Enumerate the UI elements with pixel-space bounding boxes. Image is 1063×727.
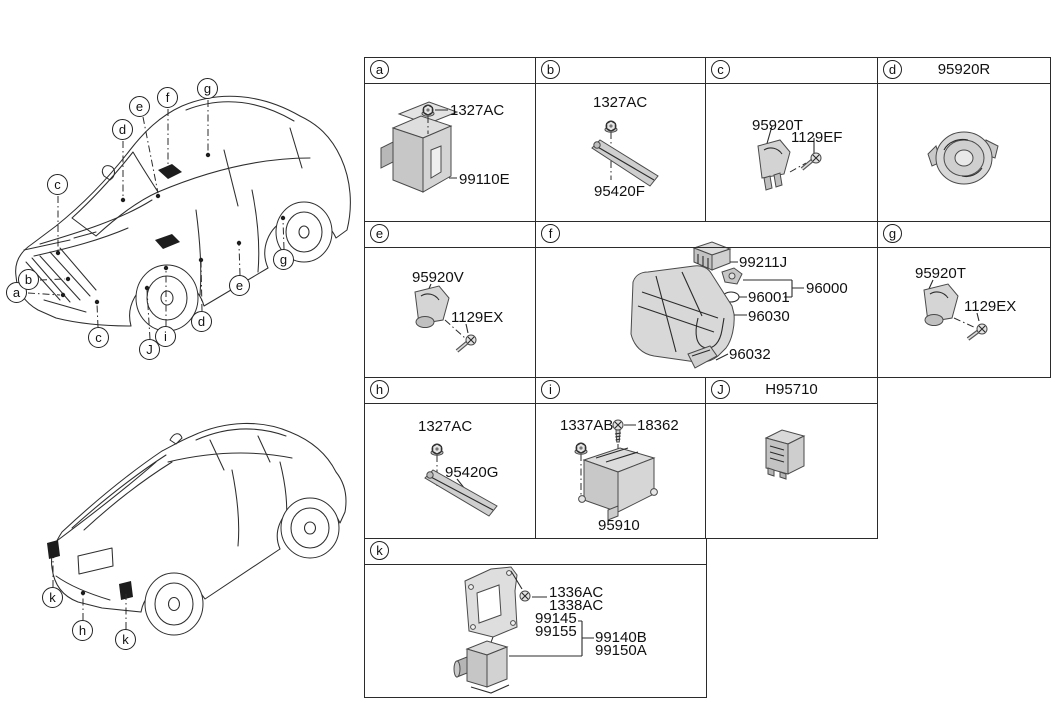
part-illustration-95910 — [574, 419, 658, 521]
callout-d2: d — [191, 311, 212, 332]
part-label: 99155 — [535, 623, 577, 640]
parts-cell-g: g 95920T 1129EX — [877, 221, 1051, 378]
cell-letter: e — [370, 224, 389, 243]
parts-cell-i: i 1337AB 18362 95910 — [535, 377, 706, 539]
cell-letter: h — [370, 380, 389, 399]
callout-g: g — [197, 78, 218, 99]
part-label: 95420F — [594, 183, 645, 200]
rear-car-illustration — [47, 422, 347, 636]
callout-h: h — [72, 620, 93, 641]
screw-icon — [455, 334, 477, 353]
parts-cell-h: h 1327AC 95420G — [364, 377, 536, 539]
nut-icon — [574, 442, 588, 455]
cell-header: J H95710 — [706, 378, 877, 404]
part-illustration-95420F — [591, 120, 659, 187]
part-label: 95420G — [445, 464, 499, 481]
cell-header: h — [365, 378, 535, 404]
cell-letter: d — [883, 60, 902, 79]
cell-header: a — [365, 58, 535, 84]
callout-c2: c — [88, 327, 109, 348]
part-label: 95910 — [598, 517, 640, 534]
part-label: 95920T — [752, 117, 803, 134]
cell-title: 95920R — [937, 61, 991, 78]
cell-letter: J — [711, 380, 730, 399]
part-label: 95920T — [915, 265, 966, 282]
callout-f: f — [157, 87, 178, 108]
parts-cell-b: b 1327AC 95420F — [535, 57, 706, 222]
part-illustration-99110E — [380, 101, 459, 193]
callout-e: e — [129, 96, 150, 117]
cell-header: e — [365, 222, 535, 248]
cell-header: b — [536, 58, 705, 84]
parts-cell-k: k 1336AC 1338AC 99145 99155 99140B 99150… — [364, 538, 707, 698]
callout-d: d — [112, 119, 133, 140]
callout-j: J — [139, 339, 160, 360]
cell-letter: c — [711, 60, 730, 79]
screw-icon — [966, 323, 988, 341]
cell-letter: a — [370, 60, 389, 79]
part-label: 99211J — [739, 254, 788, 271]
callout-i: i — [155, 326, 176, 347]
front-car-illustration — [15, 95, 351, 340]
part-label: 18362 — [637, 417, 679, 434]
part-label: 1336AC — [549, 584, 604, 601]
callout-b: b — [18, 269, 39, 290]
cell-header: c — [706, 58, 877, 84]
part-label: 96032 — [729, 346, 771, 363]
part-label: 1338AC — [549, 597, 604, 614]
cell-letter: b — [541, 60, 560, 79]
parts-cell-e: e 95920V 1129EX — [364, 221, 536, 378]
part-label: 1327AC — [593, 94, 648, 111]
part-label: 1327AC — [450, 102, 505, 119]
callout-k: k — [42, 587, 63, 608]
cell-header: g — [878, 222, 1050, 248]
part-label: 99110E — [459, 171, 510, 188]
part-label: 99145 — [535, 610, 577, 627]
cell-letter: k — [370, 541, 389, 560]
part-illustration-95920V — [414, 283, 477, 353]
screw-icon — [612, 419, 624, 443]
screw-icon — [800, 152, 822, 171]
part-illustration-95920T-rear — [923, 279, 988, 341]
part-label: 96001 — [748, 289, 790, 306]
callout-c: c — [47, 174, 68, 195]
parts-cell-c: c 95920T 1129EF — [705, 57, 878, 222]
callout-k2: k — [115, 629, 136, 650]
part-label: 96030 — [748, 308, 790, 325]
cell-letter: f — [541, 224, 560, 243]
part-illustration-overhead-console — [630, 241, 804, 369]
screw-icon — [519, 590, 531, 602]
nut-icon — [604, 120, 618, 133]
cell-header: k — [365, 539, 706, 565]
cell-header: f — [536, 222, 877, 248]
nut-icon — [421, 104, 435, 117]
parts-cell-a: a 1327AC 99110E — [364, 57, 536, 222]
part-label: 99150A — [595, 642, 647, 659]
part-label: 95920V — [412, 269, 464, 286]
callout-e2: e — [229, 275, 250, 296]
part-label: 1337AB — [560, 417, 614, 434]
part-label: 99140B — [595, 629, 647, 646]
parts-cell-d: d 95920R — [877, 57, 1051, 222]
cell-header: d 95920R — [878, 58, 1050, 84]
callout-g2: g — [273, 249, 294, 270]
cell-title: H95710 — [765, 381, 818, 398]
part-illustration-95420G — [424, 443, 498, 517]
parts-cell-j: J H95710 — [705, 377, 878, 539]
part-illustration-h95710 — [764, 429, 806, 480]
part-label: 1129EX — [451, 309, 504, 326]
part-illustration-99140B — [453, 566, 594, 694]
part-label: 1129EF — [791, 129, 843, 146]
part-label: 1129EX — [964, 298, 1017, 315]
cell-letter: i — [541, 380, 560, 399]
parts-cell-f: f 99211J 96000 96001 96030 96032 — [535, 221, 878, 378]
cell-header: i — [536, 378, 705, 404]
cell-letter: g — [883, 224, 902, 243]
part-label: 96000 — [806, 280, 848, 297]
nut-icon — [430, 443, 444, 456]
part-illustration-95920R — [927, 131, 999, 185]
part-illustration-95920T — [757, 125, 822, 191]
part-label: 1327AC — [418, 418, 473, 435]
